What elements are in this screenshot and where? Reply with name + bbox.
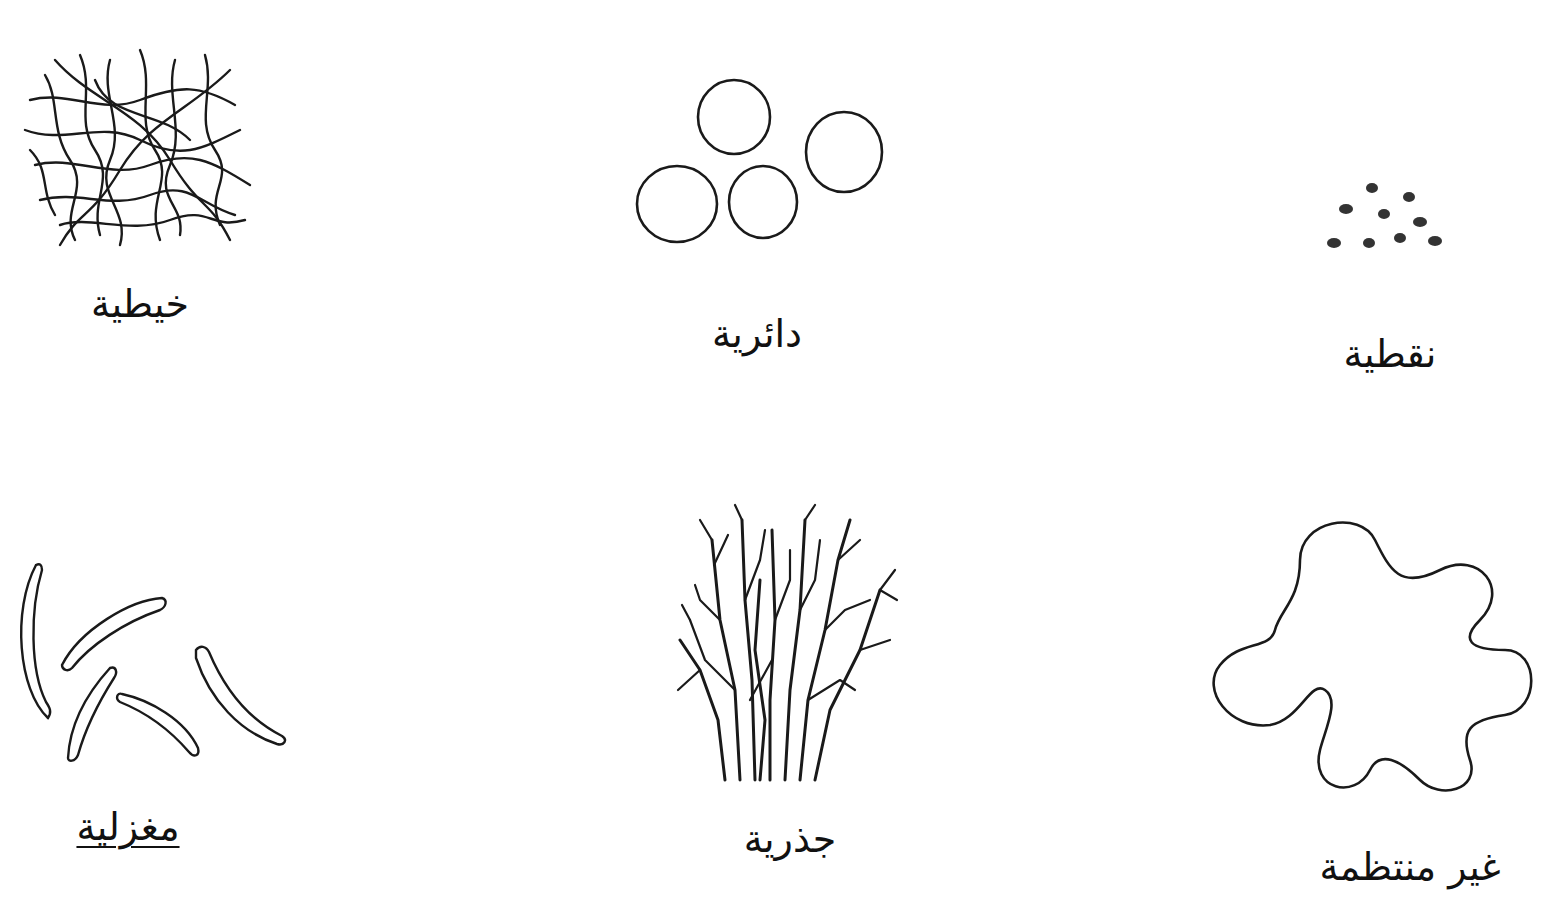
punctiform-colony	[1327, 183, 1442, 248]
circular-colony	[637, 80, 882, 242]
shape-label: نقطية	[1344, 332, 1437, 378]
rhizoid-colony	[678, 505, 897, 780]
shape-label: دائرية	[712, 312, 802, 358]
shape-label: جذرية	[744, 817, 837, 863]
spindle-colony	[21, 564, 285, 760]
shape-label: مغزلية	[76, 805, 179, 851]
filamentous-colony	[25, 50, 250, 245]
shape-label: خيطية	[91, 282, 189, 328]
irregular-colony	[1214, 523, 1532, 791]
shape-label: غير منتظمة	[1319, 845, 1500, 891]
